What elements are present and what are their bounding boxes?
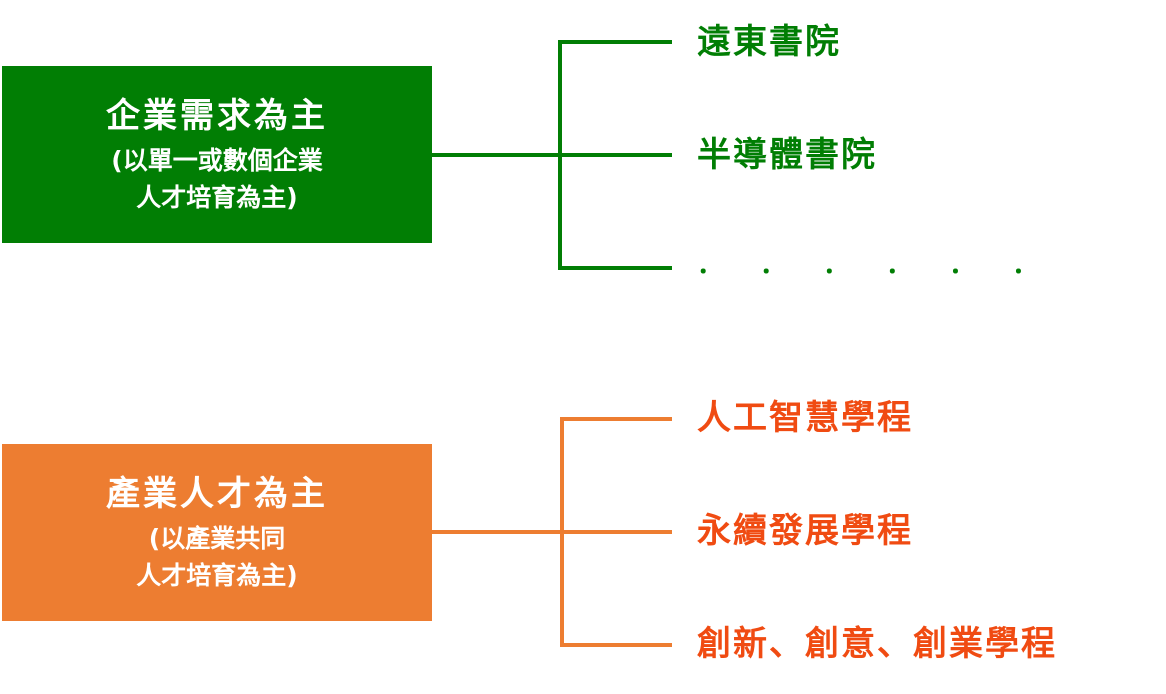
item-ai-program: 人工智慧學程 xyxy=(697,398,913,438)
enterprise-demand-subtitle-line-1: (以單一或數個企業 xyxy=(111,145,323,175)
item-sustainability-program: 永續發展學程 xyxy=(697,511,913,551)
industry-talent-box: 產業人才為主 (以產業共同 人才培育為主) xyxy=(2,444,432,621)
industry-talent-subtitle-line-1: (以產業共同 xyxy=(148,523,286,553)
industry-talent-title: 產業人才為主 xyxy=(106,473,328,514)
item-ellipsis: ． ． ． ． ． ． xyxy=(697,250,1053,280)
item-semiconductor-academy: 半導體書院 xyxy=(697,135,877,175)
enterprise-demand-subtitle-line-2: 人才培育為主) xyxy=(136,182,298,212)
industry-talent-subtitle-line-2: 人才培育為主) xyxy=(136,560,298,590)
enterprise-demand-title: 企業需求為主 xyxy=(106,95,328,136)
item-far-eastern-academy: 遠東書院 xyxy=(697,22,841,62)
item-innovation-program: 創新、創意、創業學程 xyxy=(697,624,1057,664)
enterprise-demand-box: 企業需求為主 (以單一或數個企業 人才培育為主) xyxy=(2,66,432,243)
